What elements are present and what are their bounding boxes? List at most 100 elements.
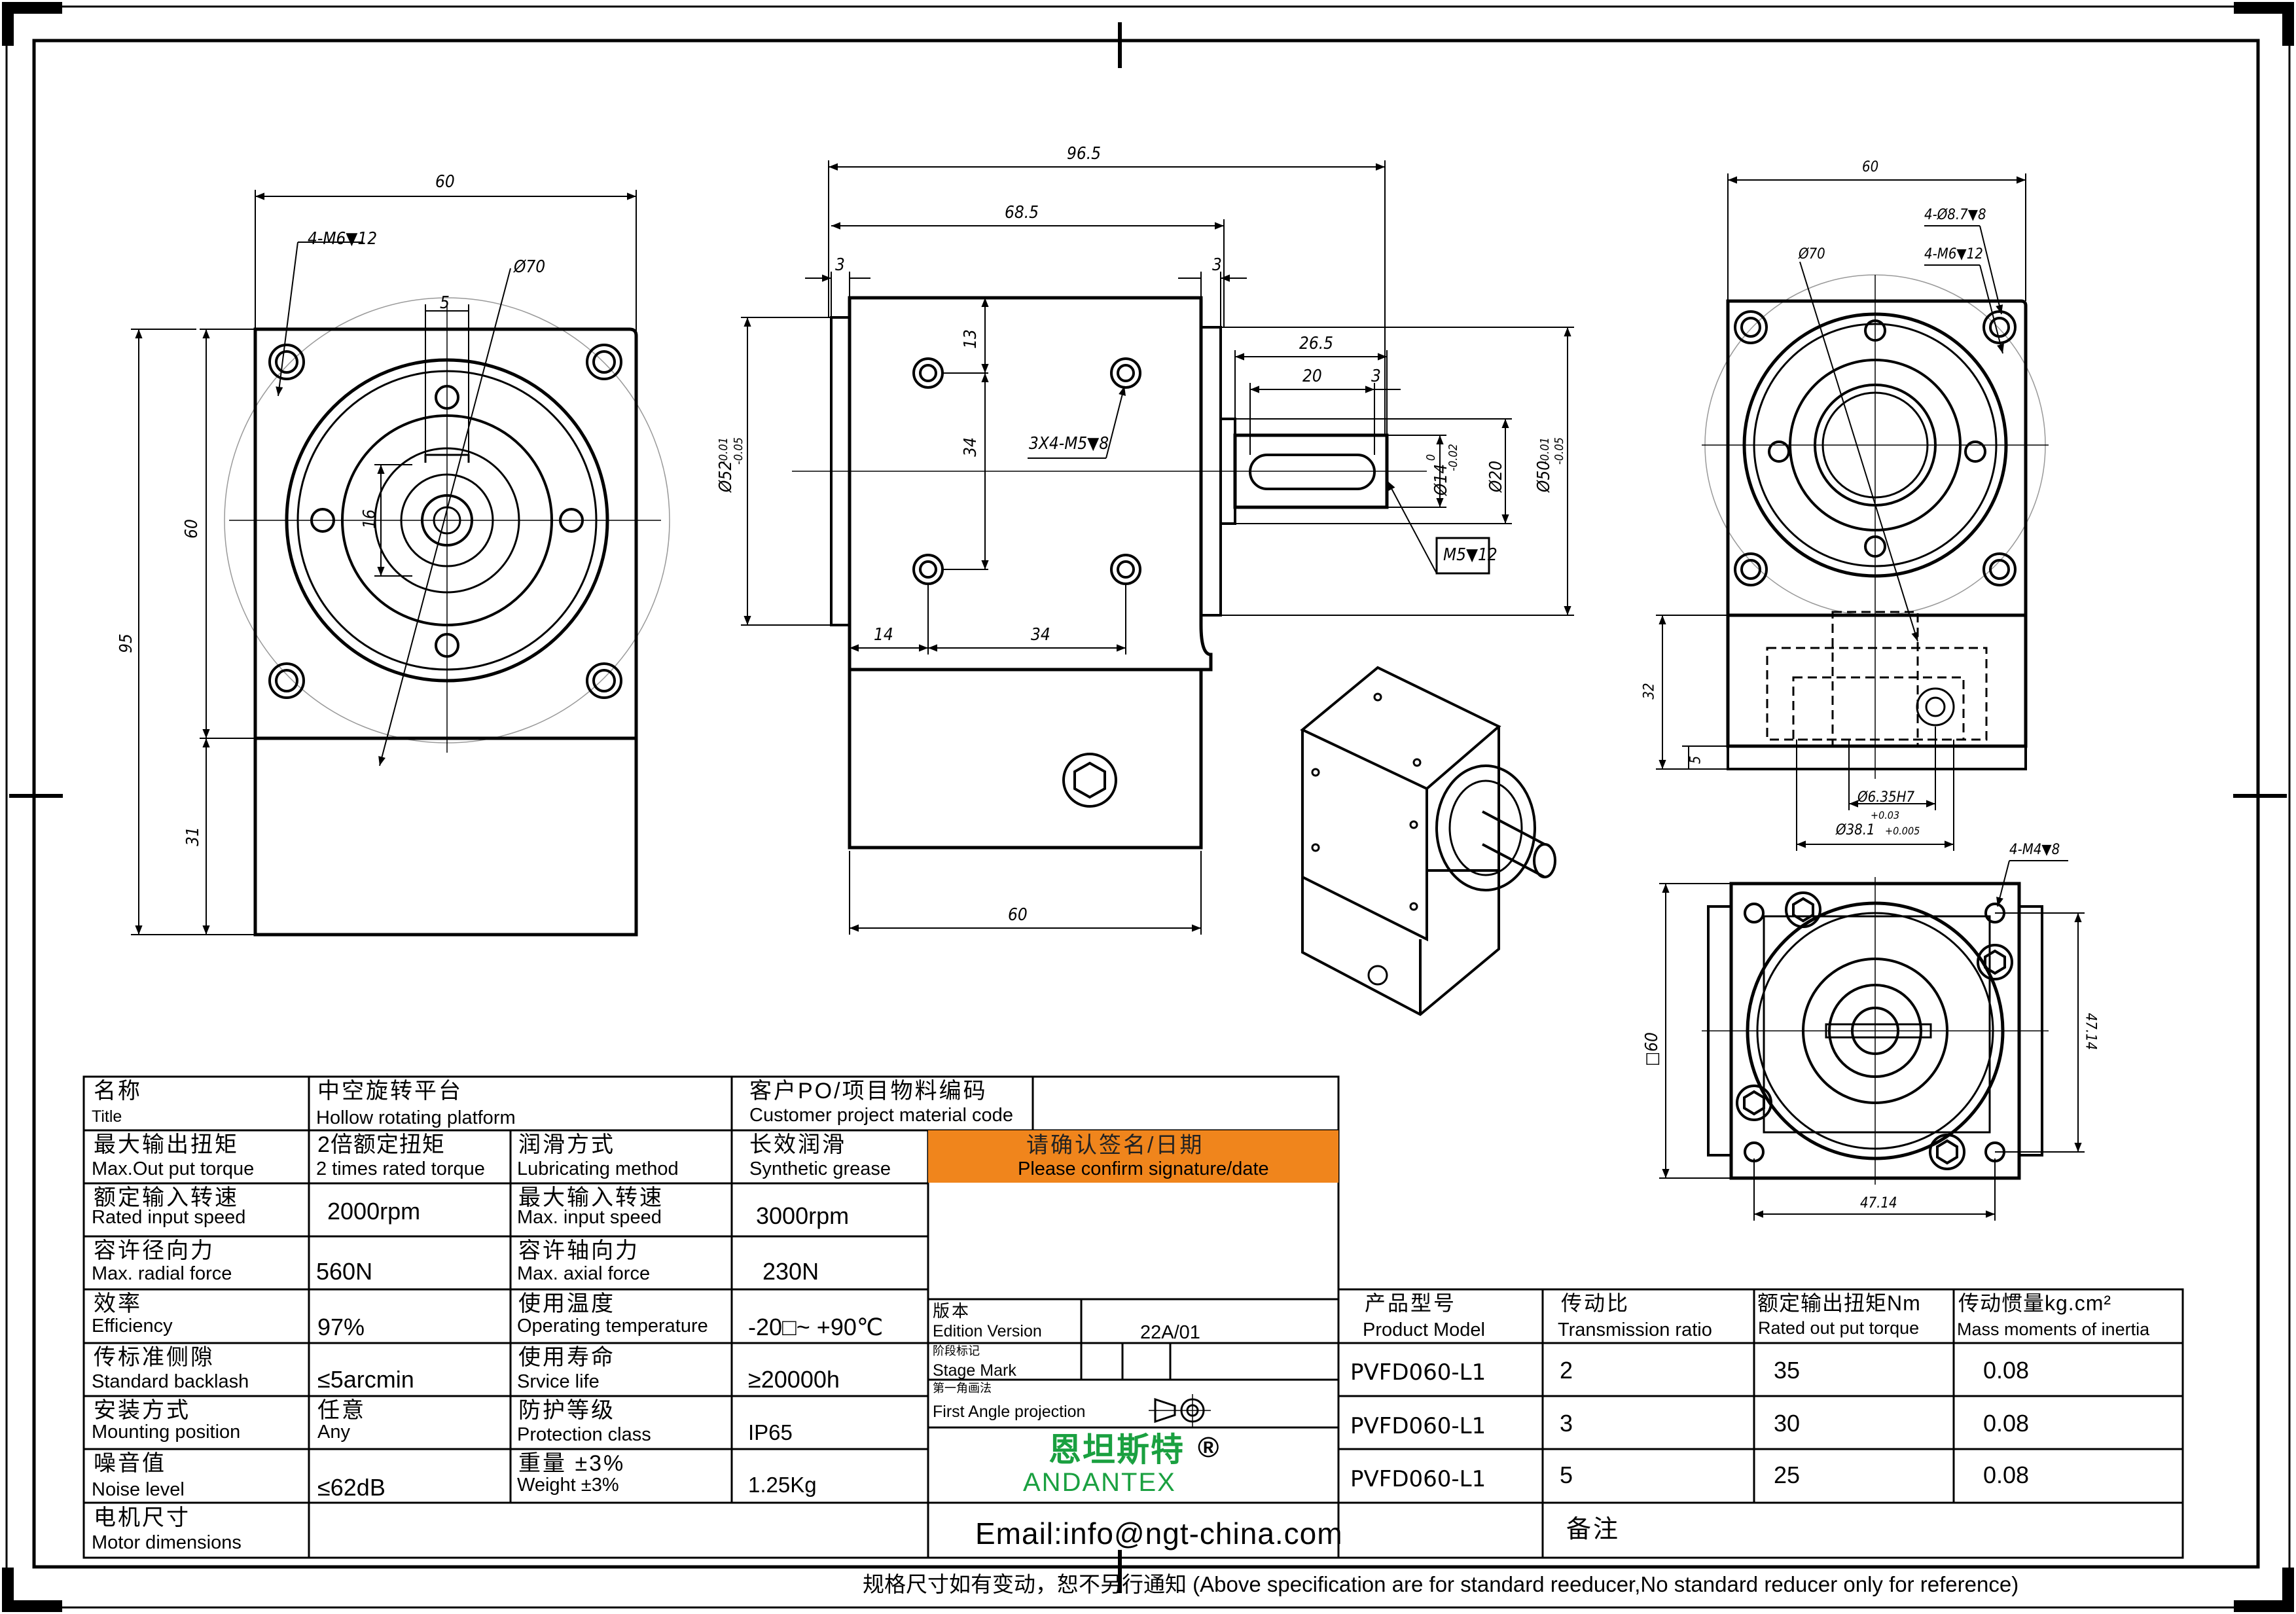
front-view <box>224 297 670 937</box>
first-angle-symbol <box>1149 1394 1211 1427</box>
dim-side-flange-l: 3 <box>835 255 845 275</box>
dim-right-d635: Ø6.35H7 <box>1857 789 1915 806</box>
dim-right-d635-tol: +0.03 <box>1871 809 1900 821</box>
lubrication-zh: 润滑方式 <box>518 1132 615 1157</box>
dim-side-tap: M5▼12 <box>1443 545 1498 565</box>
operating-temp-en: Operating temperature <box>517 1316 708 1336</box>
dim-bottom-h: 47.14 <box>1860 1195 1897 1211</box>
backlash-en: Standard backlash <box>92 1371 249 1392</box>
model-cell: PVFD060-L1 <box>1350 1466 1486 1492</box>
torque-cell: 25 <box>1774 1462 1801 1488</box>
motor-dimensions-en: Motor dimensions <box>92 1532 242 1553</box>
projection-zh: 第一角画法 <box>933 1382 992 1395</box>
dim-side-pilot: Ø52 <box>716 460 736 493</box>
mounting-value-zh: 任意 <box>317 1398 366 1423</box>
product-name-en: Hollow rotating platform <box>316 1107 516 1128</box>
torque-cell: 35 <box>1774 1357 1801 1384</box>
dim-side-shaft-tol-hi: 0 <box>1424 454 1439 461</box>
radial-force-value: 560N <box>316 1258 373 1285</box>
bottom-view-dimensions <box>1659 860 2085 1221</box>
torque-cell: 30 <box>1774 1410 1801 1437</box>
max-input-speed-zh: 最大输入转速 <box>518 1185 664 1210</box>
max-torque-zh: 最大输出扭矩 <box>94 1132 239 1157</box>
rated-input-speed-en: Rated input speed <box>92 1207 246 1228</box>
dim-right-pcd: Ø70 <box>1799 246 1825 262</box>
service-life-zh: 使用寿命 <box>518 1345 615 1370</box>
efficiency-value: 97% <box>317 1314 365 1340</box>
mounting-en: Mounting position <box>92 1422 241 1443</box>
service-life-en: Srvice life <box>517 1371 600 1392</box>
product-name-zh: 中空旋转平台 <box>317 1079 463 1103</box>
dim-front-hole: 4-M6▼12 <box>308 229 378 249</box>
right-view-dimensions <box>1656 173 2026 851</box>
weight-en: Weight ±3% <box>517 1475 619 1496</box>
ratio-header-zh: 传动比 <box>1561 1291 1630 1315</box>
customer-code-en: Customer project material code <box>749 1105 1013 1126</box>
dim-bottom-hole: 4-M4▼8 <box>2009 842 2060 858</box>
weight-value: 1.25Kg <box>748 1473 817 1497</box>
backlash-value: ≤5arcmin <box>317 1366 414 1393</box>
dim-right-d381: Ø38.1 <box>1836 822 1875 838</box>
dim-side-shaft-len: 26.5 <box>1299 334 1334 353</box>
lubrication-value-zh: 长效润滑 <box>749 1132 846 1157</box>
max-input-speed-en: Max. input speed <box>517 1207 662 1228</box>
edition-value: 22A/01 <box>1140 1322 1200 1343</box>
dim-side-key-len: 20 <box>1302 367 1322 386</box>
brand-name-zh: 恩坦斯特 <box>1049 1431 1185 1468</box>
dim-side-pilot-tol-hi: -0.01 <box>716 437 730 465</box>
dim-side-d20: Ø20 <box>1486 460 1507 493</box>
radial-force-zh: 容许径向力 <box>94 1238 215 1263</box>
noise-value: ≤62dB <box>317 1474 386 1501</box>
confirm-signature-zh: 请确认签名/日期 <box>1026 1133 1204 1158</box>
dim-side-overall: 96.5 <box>1067 144 1102 164</box>
dim-side-v13: 13 <box>960 329 980 349</box>
axial-force-value: 230N <box>762 1258 819 1285</box>
dim-side-h14: 14 <box>874 625 893 645</box>
dim-right-width: 60 <box>1862 159 1879 175</box>
model-header-zh: 产品型号 <box>1365 1291 1457 1315</box>
dim-front-pcd: Ø70 <box>514 257 546 277</box>
protection-en: Protection class <box>517 1424 651 1445</box>
dim-front-height: 60 <box>181 519 202 539</box>
dim-front-base: 31 <box>183 827 203 846</box>
max-torque-en: Max.Out put torque <box>92 1158 255 1179</box>
bottom-view <box>1702 877 2049 1185</box>
model-header-en: Product Model <box>1363 1319 1485 1340</box>
max-torque-value-zh: 2倍额定扭矩 <box>317 1132 445 1157</box>
dim-front-width: 60 <box>435 172 455 192</box>
remark-zh: 备注 <box>1566 1516 1621 1543</box>
dim-right-h5: 5 <box>1687 755 1704 764</box>
dim-side-body: 68.5 <box>1005 203 1039 223</box>
axial-force-zh: 容许轴向力 <box>518 1238 639 1263</box>
name-label-en: Title <box>92 1107 122 1126</box>
dim-right-hole2: 4-M6▼12 <box>1924 246 1983 262</box>
torque-header-en: Rated out put torque <box>1758 1318 1920 1338</box>
right-view <box>1702 274 2049 779</box>
noise-zh: 噪音值 <box>94 1451 166 1476</box>
stage-mark-en: Stage Mark <box>933 1361 1016 1380</box>
rated-input-speed-zh: 额定输入转速 <box>94 1185 239 1210</box>
axial-force-en: Max. axial force <box>517 1263 651 1284</box>
dim-front-key: 5 <box>440 293 450 313</box>
name-label-zh: 名称 <box>94 1079 142 1103</box>
brand-registered-mark: ® <box>1198 1431 1221 1463</box>
dim-side-pilot-tol-lo: -0.05 <box>731 437 745 465</box>
edition-en: Edition Version <box>933 1322 1042 1340</box>
ratio-cell: 2 <box>1560 1357 1573 1384</box>
dim-side-key-off: 3 <box>1371 367 1381 386</box>
ratio-header-en: Transmission ratio <box>1558 1319 1712 1340</box>
weight-zh: 重量 ±3% <box>518 1451 626 1476</box>
radial-force-en: Max. radial force <box>92 1263 232 1284</box>
dim-bottom-square: □60 <box>1641 1032 1662 1066</box>
efficiency-en: Efficiency <box>92 1316 173 1336</box>
protection-value: IP65 <box>748 1420 793 1444</box>
service-life-value: ≥20000h <box>748 1366 840 1393</box>
mounting-value-en: Any <box>317 1422 350 1443</box>
dim-side-h34: 34 <box>1031 625 1050 645</box>
dim-side-v34: 34 <box>960 437 980 457</box>
torque-header-zh: 额定输出扭矩Nm <box>1757 1291 1921 1315</box>
operating-temp-value: -20□~ +90℃ <box>748 1314 884 1340</box>
edition-zh: 版本 <box>933 1301 971 1321</box>
max-input-speed-value: 3000rpm <box>756 1202 850 1229</box>
